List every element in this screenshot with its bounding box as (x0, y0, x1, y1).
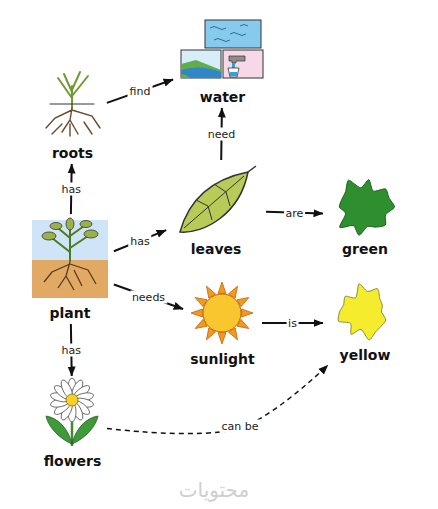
yellow-swatch-picture (338, 284, 386, 340)
arrow (114, 230, 166, 251)
node-label: water (200, 88, 245, 106)
edge-label: are (284, 206, 306, 219)
node-label: leaves (191, 240, 242, 258)
node-label: flowers (44, 452, 102, 470)
green-swatch-picture (339, 180, 394, 236)
flowers-node: flowers (40, 378, 105, 470)
leaves-node: leaves (168, 162, 264, 258)
arrow (114, 285, 183, 310)
node-label: yellow (340, 346, 391, 364)
edge-label: has (128, 234, 151, 247)
edge-label: need (206, 128, 238, 141)
node-label: green (342, 240, 388, 258)
edge-label: find (128, 85, 153, 98)
leaf-picture (180, 166, 256, 232)
node-label: plant (50, 304, 91, 322)
node-label: sunlight (190, 350, 255, 368)
sunlight-node: sunlight (185, 278, 260, 368)
dashed-arrow (107, 365, 328, 433)
roots-node: roots (40, 68, 105, 162)
edge-label: is (286, 317, 299, 330)
watermark: محتويات (179, 478, 249, 502)
sun-picture (191, 282, 253, 344)
plant-node: plant (28, 216, 112, 322)
edge-label: has (60, 344, 83, 357)
edge-label: can be (219, 420, 260, 433)
water-picture (181, 20, 263, 78)
arrow (107, 79, 173, 102)
edge-label: has (60, 183, 83, 196)
green-node: green (325, 172, 405, 258)
plant-picture (32, 218, 108, 298)
roots-picture (46, 72, 100, 136)
water-node: water (175, 18, 270, 106)
flower-picture (46, 378, 98, 446)
node-label: roots (52, 144, 93, 162)
yellow-node: yellow (325, 282, 405, 364)
edge-label: needs (130, 290, 167, 303)
